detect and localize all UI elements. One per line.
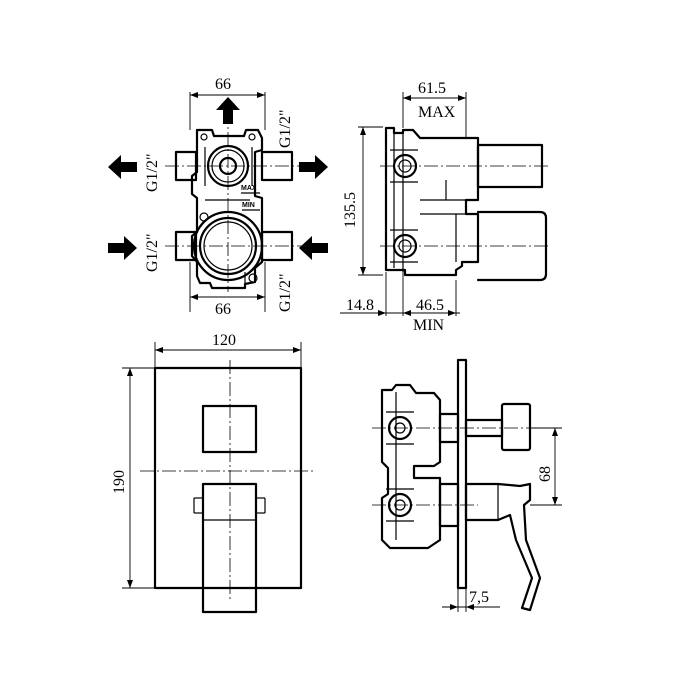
- outlet-arrow-left-icon: [108, 155, 137, 179]
- dimension-offset-label: 14.8: [346, 297, 374, 314]
- dimension-width-bottom: 66: [190, 294, 265, 318]
- outlet-arrow-right-icon: [299, 155, 328, 179]
- dimension-spout-spacing-label: 68: [537, 466, 554, 482]
- thread-label-upper-right: G1/2": [277, 109, 294, 148]
- cover-plate-front-view: 120 190: [111, 332, 316, 614]
- upper-extension-sleeve: [476, 143, 544, 189]
- inlet-arrow-right-icon: [108, 236, 137, 260]
- inlet-pipe-upper-left: [174, 150, 198, 182]
- assembly-cover-plate: [456, 358, 468, 590]
- assembly-diverter-knob: [500, 402, 532, 452]
- assembly-side-view: 68 7,5: [372, 358, 562, 612]
- dimension-depth-max: 61.5 MAX: [402, 80, 467, 138]
- dimension-height: 135.5: [342, 126, 383, 276]
- dimension-height-label: 135.5: [342, 192, 359, 228]
- marking-min: MIN: [242, 202, 255, 209]
- inlet-pipe-lower-left: [174, 230, 198, 262]
- dimension-min-depth-min-label: MIN: [413, 317, 445, 334]
- outlet-pipe-upper-right: [260, 150, 294, 182]
- dimension-width-top: 66: [190, 76, 265, 98]
- dimension-plate-height-label: 190: [111, 470, 128, 494]
- dimension-plate-thickness: 7,5: [442, 588, 500, 612]
- assembly-valve-body: [380, 383, 442, 550]
- dimension-width-bottom-label: 66: [215, 301, 231, 318]
- valve-body-side-view: 135.5 61.5 MAX 14.8 46.5 MIN: [340, 80, 548, 334]
- dimension-plate-thickness-label: 7,5: [469, 589, 489, 606]
- inlet-arrow-left-icon: [299, 236, 328, 260]
- thread-label-upper-left: G1/2": [144, 153, 161, 192]
- mixer-lever: [201, 482, 258, 614]
- dimension-depth-max-label: MAX: [418, 104, 456, 121]
- lower-extension-sleeve: [476, 210, 548, 282]
- dimension-plate-height: 190: [111, 367, 155, 589]
- marking-max: MAX: [241, 185, 257, 192]
- dimension-min-depth-label: 46.5: [416, 297, 444, 314]
- diverter-knob: [201, 404, 258, 454]
- dimension-min-depth: 46.5 MIN: [413, 297, 445, 334]
- dimension-offset: 14.8: [340, 272, 460, 316]
- dimension-plate-width-label: 120: [212, 332, 236, 349]
- dimension-width-top-label: 66: [215, 76, 231, 93]
- thread-label-lower-right: G1/2": [277, 273, 294, 312]
- cover-plate: [153, 366, 303, 590]
- assembly-lever: [464, 482, 542, 612]
- dimension-plate-width: 120: [154, 332, 302, 368]
- dimension-depth-label: 61.5: [418, 80, 446, 97]
- outlet-arrow-up-icon: [216, 97, 240, 124]
- dimension-spout-spacing: 68: [530, 427, 562, 506]
- valve-body-top-view: 66 66: [108, 76, 328, 318]
- thread-label-lower-left: G1/2": [144, 233, 161, 272]
